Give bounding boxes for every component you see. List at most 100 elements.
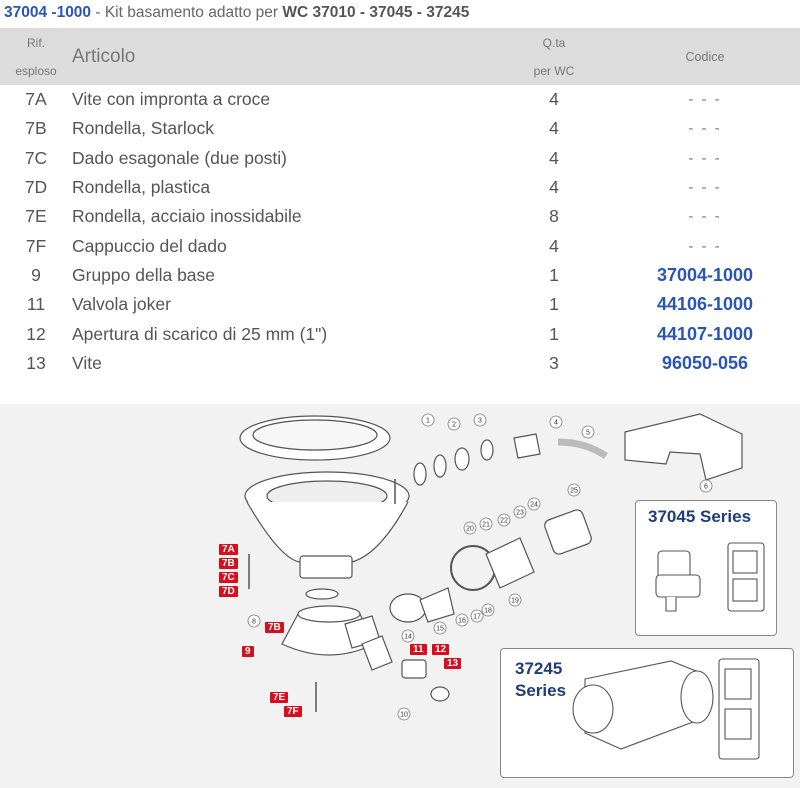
codice-link[interactable]: 44107-1000 [656,323,754,344]
qta-cell: 8 [549,206,559,227]
articolo-cell: Vite [72,352,102,373]
qta-cell: 4 [549,147,559,168]
part-number-marker [421,413,435,427]
part-number-marker [479,517,493,531]
codice-cell: - - - [688,179,722,197]
qta-cell: 4 [549,177,559,198]
rif-cell: 7A [25,89,47,110]
callout-label: 7B [265,622,284,633]
series-37245-drawing [572,658,760,760]
articolo-cell: Rondella, Starlock [72,118,215,139]
part-number-marker [463,521,477,535]
part-number-marker [581,425,595,439]
articolo-cell: Cappuccio del dado [72,235,227,256]
col-rif-line1: Rif. [27,35,45,50]
codice-cell: - - - [688,149,722,167]
articolo-cell: Rondella, plastica [72,177,211,198]
codice-link[interactable]: 44106-1000 [656,294,754,315]
col-qta-line1: Q.ta [542,35,566,50]
col-rif-line2: esploso [15,63,57,78]
part-number-label: 24 [530,502,538,509]
series-37045-label: 37045 Series [648,507,752,526]
codice-link[interactable]: 96050-056 [661,352,749,373]
rif-cell: 7F [25,235,47,256]
part-number-marker [699,479,713,493]
callout-label: 12 [432,644,450,655]
col-qta-line2: per WC [533,63,575,78]
pump-cover-shape [624,413,743,481]
part-number-marker [447,417,461,431]
part-number-label: 1 [426,418,430,425]
part-number-label: 3 [478,418,482,425]
part-number-marker [397,707,411,721]
part-number-marker [508,593,522,607]
part-number-label: 22 [500,518,508,525]
rif-cell: 7D [24,177,48,198]
qta-cell: 1 [549,323,559,344]
kit-description: Kit basamento adatto per [104,4,283,21]
part-number-label: 23 [516,510,524,517]
qta-cell: 4 [549,235,559,256]
part-number-label: 16 [458,618,466,625]
exploded-diagram: 1234568101415161718192021222324252627282… [0,404,800,788]
part-number-label: 18 [484,608,492,615]
col-codice-header: Codice [685,49,725,64]
series-37045-box: 37045 Series [635,500,777,636]
parts-table: Rif. esploso Articolo Q.ta per WC Codice… [0,28,800,378]
callout-label: 9 [242,646,254,657]
part-number-label: 4 [554,420,558,427]
part-number-label: 8 [252,619,256,626]
part-number-marker [455,613,469,627]
part-number-label: 21 [482,522,490,529]
rif-cell: 7C [24,147,48,168]
callout-label: 7C [219,572,238,583]
table-row: 7C Dado esagonale (due posti) 4 - - - [0,144,800,173]
part-number-label: 25 [570,488,578,495]
diagram-drawing: 1234568101415161718192021222324252627282… [239,413,743,765]
codice-link[interactable]: 37004-1000 [656,264,754,285]
qta-cell: 1 [549,264,559,285]
part-number-label: 17 [473,614,481,621]
series-37045-drawing [655,542,765,612]
articolo-cell: Rondella, acciaio inossidabile [72,206,302,227]
callout-label: 13 [444,658,462,669]
codice-cell: - - - [688,237,722,255]
articolo-cell: Gruppo della base [72,264,216,285]
part-number-marker [527,497,541,511]
articolo-cell: Dado esagonale (due posti) [72,147,288,168]
part-number-label: 6 [704,484,708,491]
callout-label: 7D [219,586,238,597]
title-separator: - [91,4,105,21]
part-number-marker [567,483,581,497]
col-articolo-header: Articolo [72,45,136,67]
codice-cell: - - - [688,208,722,226]
table-row: 7D Rondella, plastica 4 - - - [0,173,800,202]
series-37245-label-line2: Series [515,681,567,700]
compatible-models: WC 37010 - 37045 - 37245 [282,4,470,21]
callout-label: 7F [284,706,302,717]
rif-cell: 7E [25,206,47,227]
part-number-marker [247,614,261,628]
qta-cell: 4 [549,89,559,110]
callout-label: 7E [270,692,289,703]
part-number-label: 20 [466,526,474,533]
part-number-marker [433,621,447,635]
page-title: 37004 -1000 - Kit basamento adatto per W… [4,2,469,24]
qta-cell: 1 [549,294,559,315]
series-37245-label-line1: 37245 [515,659,563,678]
articolo-cell: Vite con impronta a croce [72,89,271,110]
articolo-cell: Valvola joker [72,294,171,315]
part-number-label: 10 [400,712,408,719]
part-number-marker [401,629,415,643]
articolo-cell: Apertura di scarico di 25 mm (1") [72,323,328,344]
part-number-marker [497,513,511,527]
part-number-label: 2 [452,422,456,429]
part-number-marker [513,505,527,519]
qta-cell: 3 [549,352,559,373]
